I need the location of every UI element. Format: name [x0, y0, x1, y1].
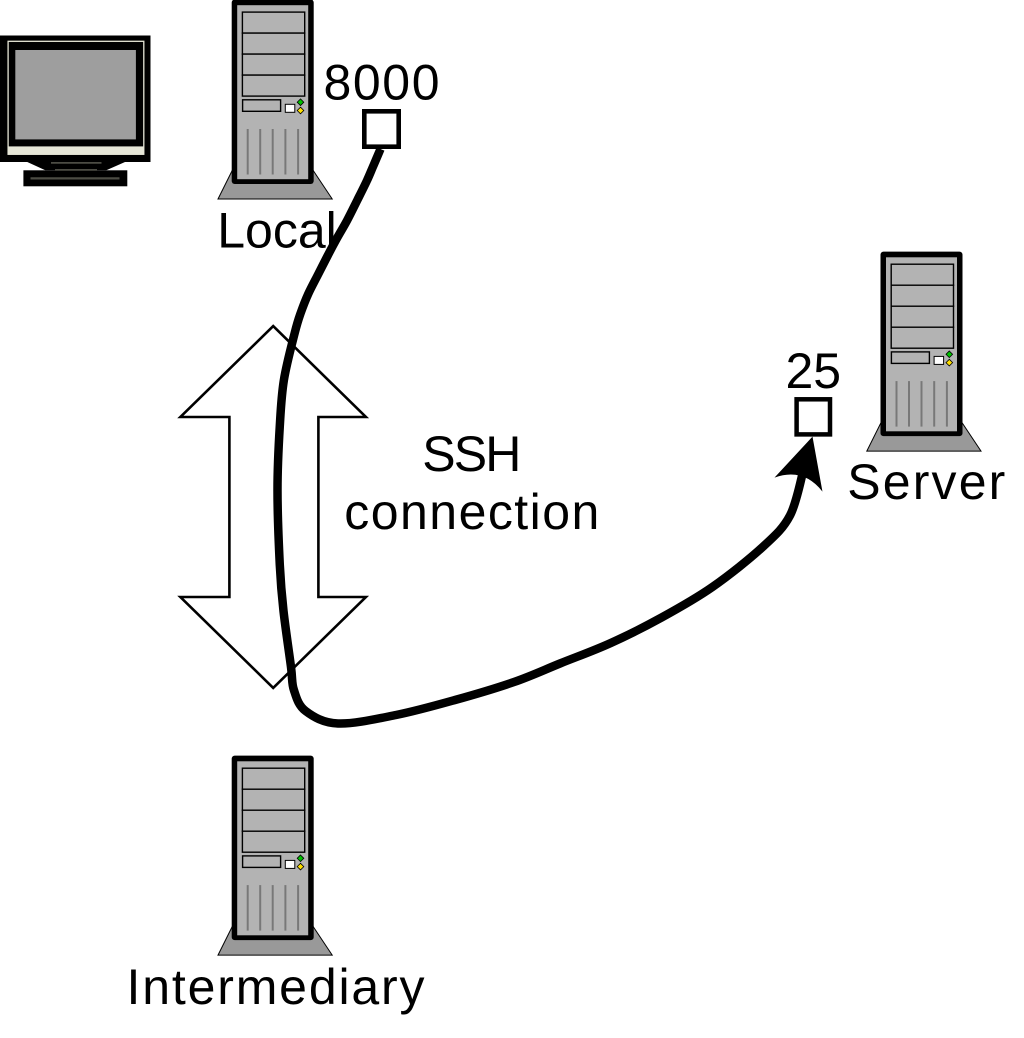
svg-text:Local: Local: [217, 203, 337, 259]
svg-text:Intermediary: Intermediary: [127, 959, 425, 1015]
svg-text:SSH: SSH: [422, 426, 521, 482]
svg-text:25: 25: [785, 343, 841, 399]
svg-text:Server: Server: [847, 454, 1005, 510]
svg-text:connection: connection: [344, 484, 599, 540]
svg-text:8000: 8000: [324, 55, 440, 111]
